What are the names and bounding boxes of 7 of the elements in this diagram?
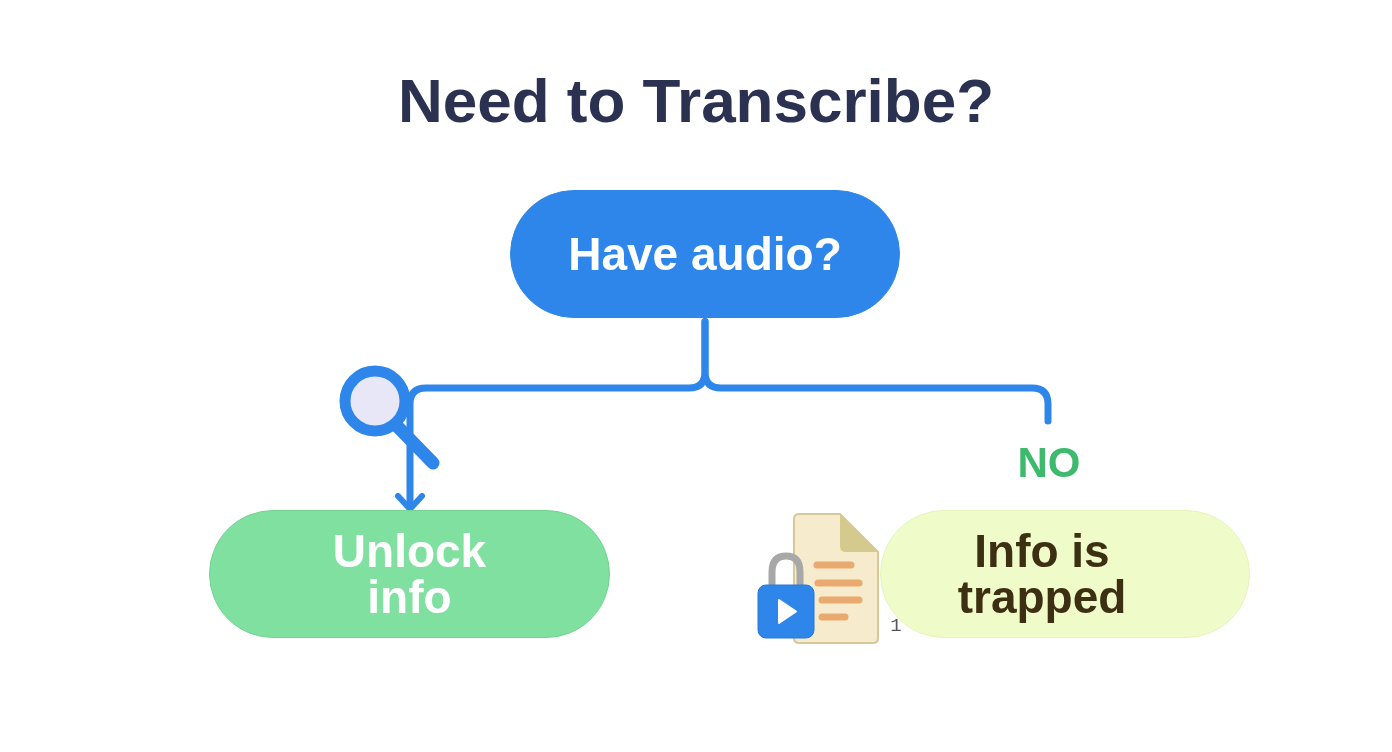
branch-label: NO bbox=[1017, 442, 1081, 484]
title: Need to Transcribe? bbox=[397, 66, 995, 135]
connector-line bbox=[701, 318, 1052, 425]
outcome-pill bbox=[880, 510, 1250, 638]
node-text: Unlock info bbox=[331, 528, 488, 620]
node-text: Have audio? bbox=[568, 231, 842, 277]
callout-number: 1 bbox=[890, 616, 902, 636]
